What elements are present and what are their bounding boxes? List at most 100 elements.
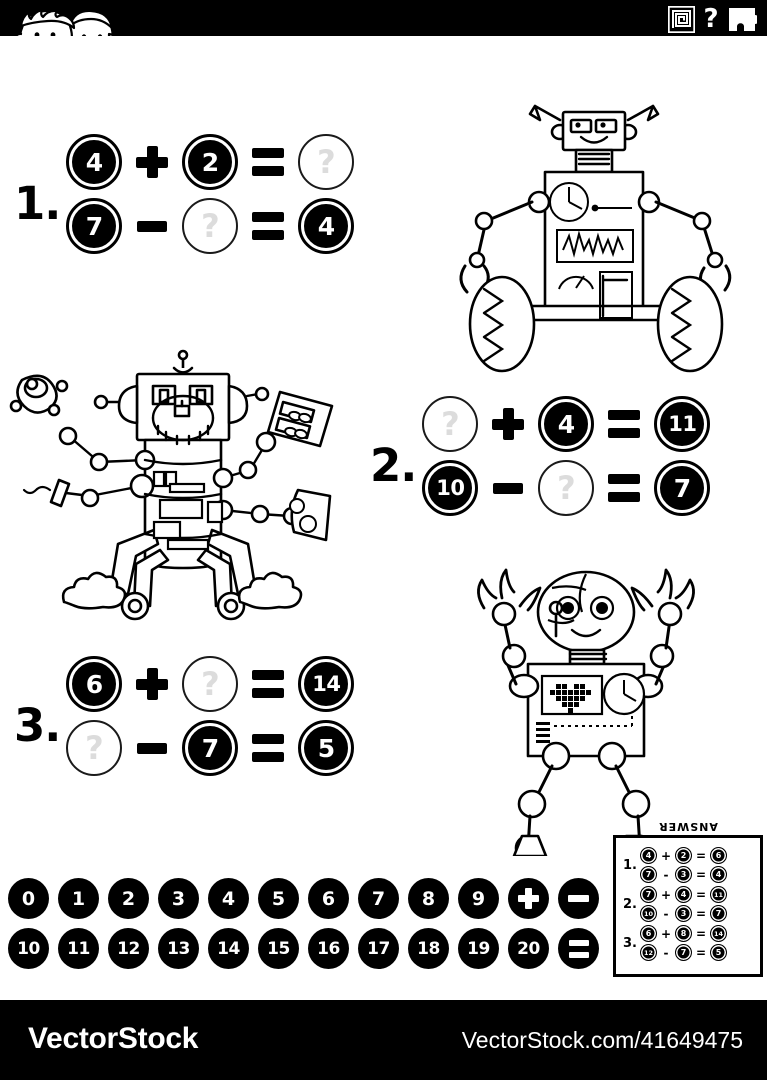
token-value: 7 [201, 733, 220, 763]
number-token[interactable]: 6 [66, 656, 123, 712]
answer-row: 7 + 4 = 11 [640, 886, 727, 903]
answer-slot[interactable]: ? [422, 396, 479, 452]
equation-row: 6 ? 14 [66, 656, 355, 712]
plus-operator [132, 134, 172, 190]
plus-chip[interactable] [508, 878, 549, 919]
equals-operator [248, 134, 288, 190]
number-chip-10[interactable]: 10 [8, 928, 49, 969]
puzzle-piece-icon[interactable] [727, 6, 757, 33]
number-chip-8[interactable]: 8 [408, 878, 449, 919]
number-chip-7[interactable]: 7 [358, 878, 399, 919]
equation-row: 10 ? 7 [422, 460, 711, 516]
answer-group-2: 2. 7 + 4 = 11 10 - 3 = 7 [620, 886, 754, 922]
number-token[interactable]: 4 [66, 134, 123, 190]
maze-icon[interactable] [668, 5, 695, 33]
happy-robot-illustration [472, 564, 700, 862]
answer-group-1: 1. 4 + 2 = 6 7 - 3 = 4 [620, 847, 754, 883]
worksheet-sheet: 1. 4 2 ? 7 [0, 36, 767, 1000]
number-chip-3[interactable]: 3 [158, 878, 199, 919]
mini-result: 7 [710, 905, 727, 922]
equals-operator [604, 460, 644, 516]
number-token[interactable]: 5 [298, 720, 355, 776]
number-token[interactable]: 7 [66, 198, 123, 254]
mini-token: 8 [675, 925, 692, 942]
answer-slot[interactable]: ? [298, 134, 355, 190]
equation-row: 4 2 ? [66, 134, 355, 190]
number-chip-11[interactable]: 11 [58, 928, 99, 969]
token-value: 11 [668, 411, 697, 436]
footer-url: VectorStock.com/41649475 [461, 1027, 743, 1053]
token-value: 10 [436, 475, 465, 500]
block-index-2: 2. [370, 438, 417, 492]
mini-equals: = [695, 867, 707, 882]
number-chip-12[interactable]: 12 [108, 928, 149, 969]
number-chip-5[interactable]: 5 [258, 878, 299, 919]
number-chip-18[interactable]: 18 [408, 928, 449, 969]
number-bank-row-2: 10 11 12 13 14 15 16 17 18 19 20 [8, 928, 599, 969]
multi-arm-robot-illustration [2, 344, 340, 637]
number-chip-17[interactable]: 17 [358, 928, 399, 969]
number-token[interactable]: 14 [298, 656, 355, 712]
equation-row: ? 7 5 [66, 720, 355, 776]
mini-operator: - [663, 906, 669, 921]
token-value: 4 [85, 147, 104, 177]
number-token[interactable]: 4 [298, 198, 355, 254]
token-value: 7 [85, 211, 104, 241]
equals-operator [248, 656, 288, 712]
answer-row: 10 - 3 = 7 [640, 905, 727, 922]
number-token[interactable]: 4 [538, 396, 595, 452]
number-chip-4[interactable]: 4 [208, 878, 249, 919]
token-value: ? [201, 207, 220, 245]
mini-token: 12 [640, 944, 657, 961]
answer-slot[interactable]: ? [538, 460, 595, 516]
number-chip-6[interactable]: 6 [308, 878, 349, 919]
svg-text:?: ? [703, 5, 718, 34]
token-value: ? [201, 665, 220, 703]
question-mark-icon[interactable]: ? [702, 5, 720, 34]
equals-operator [604, 396, 644, 452]
answer-slot[interactable]: ? [66, 720, 123, 776]
token-value: ? [85, 729, 104, 767]
minus-operator [488, 460, 528, 516]
mini-equals: = [695, 926, 707, 941]
number-chip-0[interactable]: 0 [8, 878, 49, 919]
number-token[interactable]: 7 [182, 720, 239, 776]
number-token[interactable]: 10 [422, 460, 479, 516]
token-value: 6 [85, 669, 104, 699]
number-chip-13[interactable]: 13 [158, 928, 199, 969]
number-bank: 0 1 2 3 4 5 6 7 8 9 10 11 12 13 14 15 16… [8, 878, 599, 969]
number-token[interactable]: 7 [654, 460, 711, 516]
equation-block-2: 2. ? 4 11 10 [370, 396, 711, 516]
equation-row: ? 4 11 [422, 396, 711, 452]
number-chip-19[interactable]: 19 [458, 928, 499, 969]
number-chip-1[interactable]: 1 [58, 878, 99, 919]
mini-token: 7 [640, 866, 657, 883]
token-value: 2 [201, 147, 220, 177]
mini-token: 4 [675, 886, 692, 903]
number-token[interactable]: 11 [654, 396, 711, 452]
token-value: ? [557, 469, 576, 507]
token-value: 4 [317, 211, 336, 241]
number-chip-14[interactable]: 14 [208, 928, 249, 969]
answer-slot[interactable]: ? [182, 198, 239, 254]
wheeled-robot-illustration [432, 84, 760, 389]
number-chip-2[interactable]: 2 [108, 878, 149, 919]
answer-slot[interactable]: ? [182, 656, 239, 712]
equation-block-1: 1. 4 2 ? 7 [14, 134, 355, 254]
brand-name: VectorStock [28, 1022, 199, 1055]
number-chip-16[interactable]: 16 [308, 928, 349, 969]
number-chip-15[interactable]: 15 [258, 928, 299, 969]
equals-chip[interactable] [558, 928, 599, 969]
mini-result: 14 [710, 925, 727, 942]
mini-token: 3 [675, 905, 692, 922]
minus-chip[interactable] [558, 878, 599, 919]
answer-key-label: ANSWER [658, 820, 718, 833]
number-token[interactable]: 2 [182, 134, 239, 190]
minus-operator [132, 198, 172, 254]
block-index-3: 3. [14, 698, 61, 752]
plus-operator [488, 396, 528, 452]
number-chip-9[interactable]: 9 [458, 878, 499, 919]
mini-operator: + [660, 887, 672, 902]
equation-row: 7 ? 4 [66, 198, 355, 254]
number-chip-20[interactable]: 20 [508, 928, 549, 969]
